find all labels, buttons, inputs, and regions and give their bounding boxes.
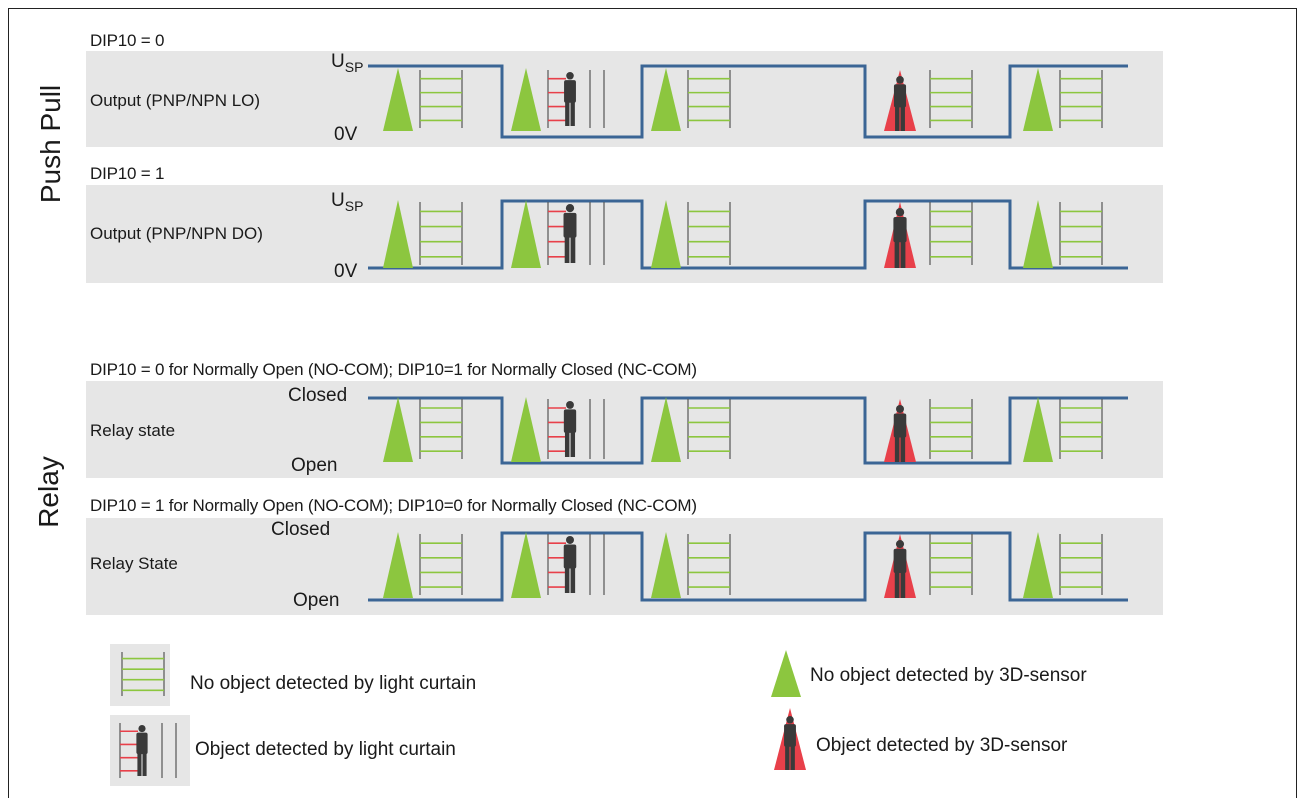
sensor-clear-icon [771, 650, 801, 697]
legend-label-curtain-clear: No object detected by light curtain [190, 673, 477, 694]
high-level-label-main: Closed [271, 519, 331, 540]
person-icon [893, 405, 907, 462]
low-level-label: 0V [334, 261, 358, 282]
row-header: DIP10 = 1 [90, 164, 165, 183]
sensor-clear-icon [651, 532, 681, 598]
legend-label-sensor-clear: No object detected by 3D-sensor [810, 665, 1087, 686]
row-header: DIP10 = 0 for Normally Open (NO-COM); DI… [90, 360, 697, 379]
sensor-clear-icon [511, 68, 541, 131]
row-header: DIP10 = 0 [90, 31, 165, 50]
sensor-clear-icon [651, 68, 681, 131]
legend-swatch-curtain-object [110, 715, 190, 786]
sensor-clear-icon [511, 532, 541, 598]
person-icon [136, 725, 148, 776]
legend-swatch-curtain-clear [110, 644, 170, 706]
signal-waveform [368, 531, 1128, 602]
row-label: Relay State [90, 554, 178, 573]
low-level-label: Open [293, 590, 340, 611]
person-icon [893, 540, 907, 598]
sensor-clear-icon [1023, 68, 1053, 131]
legend-label-curtain-object: Object detected by light curtain [195, 739, 456, 760]
person-icon [564, 72, 576, 126]
signal-waveform [368, 199, 1128, 270]
person-icon [893, 208, 907, 268]
high-level-label-main: U [331, 190, 345, 211]
row-header: DIP10 = 1 for Normally Open (NO-COM); DI… [90, 496, 697, 515]
signal-waveform [368, 396, 1128, 465]
sensor-clear-icon [1023, 397, 1053, 462]
sensor-clear-icon [383, 532, 413, 598]
high-level-label: Closed [271, 519, 330, 543]
sensor-clear-icon [651, 397, 681, 462]
sensor-clear-icon [511, 200, 541, 268]
sensor-clear-icon [511, 397, 541, 462]
sensor-clear-icon [1023, 532, 1053, 598]
sensor-clear-icon [1023, 200, 1053, 268]
person-icon [563, 204, 577, 263]
high-level-label: USP [331, 51, 363, 75]
legend-label-sensor-object: Object detected by 3D-sensor [816, 735, 1068, 756]
person-icon [563, 536, 577, 593]
high-level-label-main: U [331, 51, 345, 72]
high-level-label-main: Closed [288, 385, 348, 406]
diagram-frame [8, 8, 1297, 798]
high-level-label-sub: SP [344, 197, 364, 214]
sensor-clear-icon [383, 397, 413, 462]
row-label: Relay state [90, 421, 176, 440]
signal-waveform [368, 64, 1128, 139]
sensor-clear-icon [383, 68, 413, 131]
row-label: Output (PNP/NPN DO) [90, 224, 263, 243]
low-level-label: Open [291, 455, 338, 476]
person-icon [563, 401, 577, 457]
person-icon [784, 716, 796, 770]
person-icon [893, 76, 907, 131]
sensor-clear-icon [651, 200, 681, 268]
high-level-label: Closed [288, 385, 347, 409]
row-label: Output (PNP/NPN LO) [90, 91, 261, 110]
high-level-label: USP [331, 190, 363, 214]
timing-row-band [86, 51, 1163, 147]
sensor-clear-icon [383, 200, 413, 268]
high-level-label-sub: SP [344, 58, 364, 75]
low-level-label: 0V [334, 124, 358, 145]
